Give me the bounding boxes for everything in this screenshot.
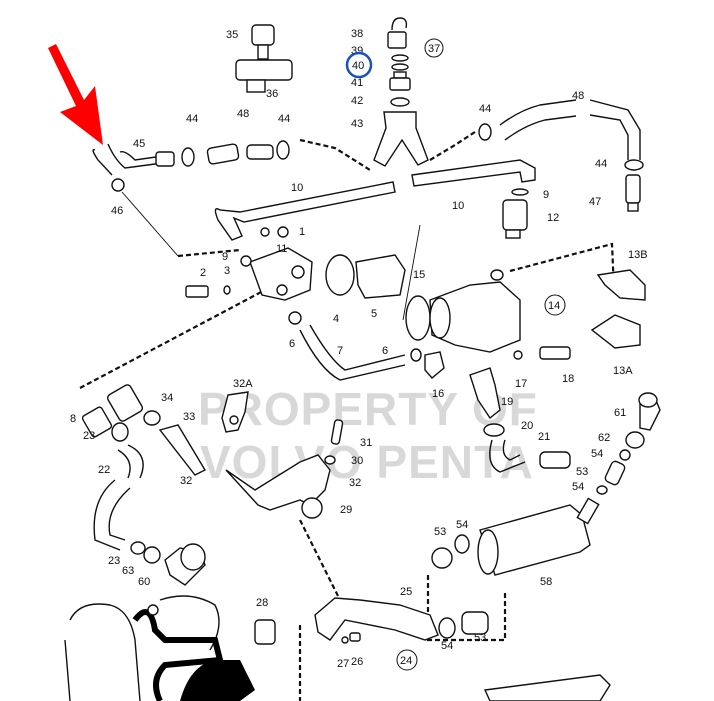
highlight-circle [345,51,373,79]
brackets-13 [590,269,646,349]
hoses-upper-left [92,140,290,192]
label-22: 22 [98,464,110,476]
water-pump-14 [299,269,571,381]
label-9: 9 [222,251,228,263]
red-arrow-pointer [48,44,103,145]
label-32: 32 [180,475,192,487]
label-44: 44 [278,113,290,125]
label-1: 1 [299,226,305,238]
watermark-line-2: VOLVO PENTA [200,436,534,488]
label-17: 17 [515,378,527,390]
label-4: 4 [333,313,339,325]
label-8: 8 [70,413,76,425]
label-47: 47 [589,196,601,208]
label-21: 21 [538,431,550,443]
label-3: 3 [224,265,230,277]
label-33: 33 [183,411,195,423]
label-60: 60 [138,576,150,588]
label-25: 25 [400,586,412,598]
label-54: 54 [441,640,453,652]
label-53: 53 [434,526,446,538]
label-5: 5 [371,308,377,320]
label-10: 10 [291,182,303,194]
label-32a: 32A [233,378,253,390]
label-54: 54 [456,519,468,531]
label-6: 6 [382,345,388,357]
exhaust-pipe-24 [254,597,611,701]
label-23: 23 [83,430,95,442]
label-27: 27 [337,658,349,670]
label-43: 43 [351,118,363,130]
part-labels: 35 36 38 39 40 37 41 42 43 44 48 44 45 4… [70,28,648,671]
label-44: 44 [186,113,198,125]
label-29: 29 [340,504,352,516]
tee-fitting-35-36 [235,24,293,93]
label-44: 44 [479,103,491,115]
label-48: 48 [237,108,249,120]
label-36: 36 [266,88,278,100]
label-23: 23 [108,555,120,567]
label-40: 40 [352,60,364,72]
label-7: 7 [337,345,343,357]
label-35: 35 [226,29,238,41]
label-31: 31 [360,437,372,449]
label-13b: 13B [628,249,648,261]
label-54: 54 [591,448,603,460]
label-2: 2 [200,267,206,279]
label-53: 53 [474,632,486,644]
label-62: 62 [598,432,610,444]
label-48: 48 [572,90,584,102]
label-42: 42 [351,95,363,107]
hoses-upper-right [478,99,644,212]
label-18: 18 [562,373,574,385]
label-45: 45 [133,138,145,150]
label-37: 37 [428,43,440,55]
cock-assembly-37 [373,17,429,167]
label-19: 19 [501,396,513,408]
label-46: 46 [111,205,123,217]
thermostat-housing [185,226,406,325]
label-15: 15 [413,269,425,281]
label-54: 54 [572,481,584,493]
label-12: 12 [547,212,559,224]
label-9: 9 [543,189,549,201]
label-20: 20 [521,420,533,432]
label-6: 6 [289,338,295,350]
exhaust-elbow-32 [221,391,344,519]
label-24: 24 [400,655,412,667]
label-63: 63 [122,565,134,577]
label-28: 28 [256,597,268,609]
label-13a: 13A [613,365,633,377]
label-58: 58 [540,576,552,588]
label-30: 30 [351,455,363,467]
pipes-10 [214,159,536,241]
assembly-circle-14 [544,294,566,316]
label-44: 44 [595,158,607,170]
label-32: 32 [349,477,361,489]
label-41: 41 [351,77,363,89]
assembly-circle-37 [424,38,444,58]
label-34: 34 [161,392,173,404]
label-14: 14 [548,300,560,312]
label-26: 26 [351,656,363,668]
label-53: 53 [576,466,588,478]
label-61: 61 [614,407,626,419]
fittings-left [81,384,206,586]
label-38: 38 [351,28,363,40]
label-16: 16 [432,388,444,400]
label-11: 11 [276,243,287,255]
assembly-circle-24 [396,649,418,671]
hoses-19-21 [469,367,571,473]
engine-silhouette [64,595,255,701]
exhaust-right [431,392,661,576]
label-10: 10 [452,200,464,212]
